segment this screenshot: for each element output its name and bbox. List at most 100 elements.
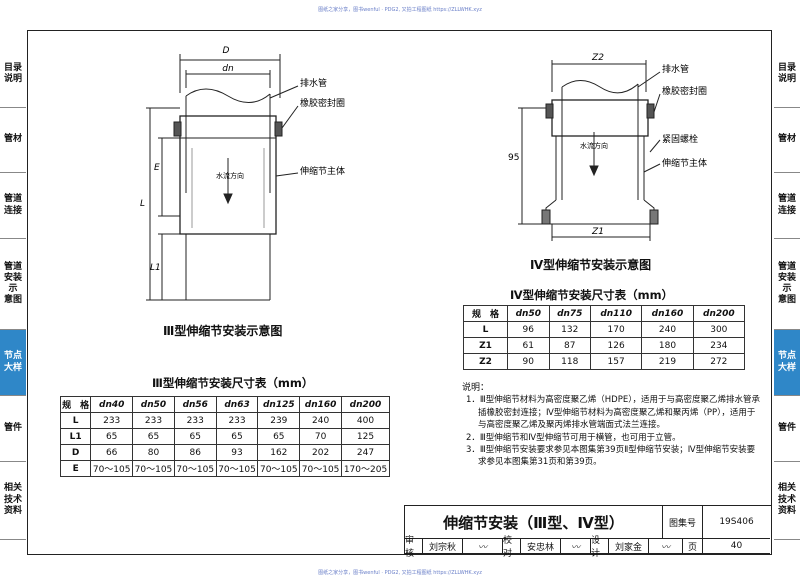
- check-label: 校对: [503, 536, 521, 559]
- left-nav: 目录说明 管材 管道连接 管道安装示意图 节点大样 管件 相关技术资料: [0, 42, 26, 541]
- callout-rubber-seal: 橡胶密封圈: [300, 97, 345, 109]
- reviewer-signature: 〰: [463, 539, 503, 554]
- table-header-cell: 规 格: [59, 396, 92, 413]
- table-cell: 170～205: [340, 460, 391, 477]
- table-cell: 65: [173, 428, 217, 445]
- label-L: L: [140, 199, 145, 209]
- table-cell: 233: [173, 412, 217, 429]
- table-header-cell: dn160: [299, 396, 342, 413]
- review-label: 审核: [405, 536, 423, 559]
- table-cell: 202: [299, 444, 342, 461]
- left-nav-item[interactable]: 管道连接: [0, 173, 26, 239]
- right-nav: 目录说明 管材 管道连接 管道安装示意图 节点大样 管件 相关技术资料: [774, 42, 800, 541]
- table-cell: 400: [340, 412, 391, 429]
- table-header-cell: dn75: [548, 305, 591, 322]
- callout-expansion-body: 伸缩节主体: [300, 165, 345, 177]
- table-cell: 96: [507, 321, 550, 338]
- flow-direction-text: 水流方向: [216, 171, 244, 180]
- table-cell: E: [59, 460, 92, 477]
- table-cell: 65: [90, 428, 134, 445]
- table-cell: 90: [507, 353, 550, 370]
- label-95: 95: [508, 153, 519, 163]
- table-cell: D: [59, 444, 92, 461]
- table-cell: 65: [257, 428, 301, 445]
- table-header-cell: dn63: [215, 396, 259, 413]
- table-header-cell: dn50: [507, 305, 550, 322]
- table-cell: 70～105: [257, 460, 301, 477]
- table-cell: Z2: [462, 353, 509, 370]
- table-cell: 272: [692, 353, 746, 370]
- callout-expansion-body: 伸缩节主体: [662, 157, 707, 169]
- table-header-cell: dn40: [90, 396, 134, 413]
- table-cell: 118: [548, 353, 591, 370]
- type4-caption: Ⅳ型伸缩节安装示意图: [530, 258, 652, 272]
- notes-title: 说明：: [462, 383, 490, 393]
- checker-signature: 〰: [561, 539, 591, 554]
- table-cell: 180: [641, 337, 694, 354]
- table-cell: 157: [589, 353, 643, 370]
- footer-watermark: 图纸之家分享，图书wenful · PDG2, 又拍工程图纸 https://Z…: [318, 570, 482, 576]
- table4-title: Ⅳ型伸缩节安装尺寸表（mm）: [510, 288, 674, 302]
- left-nav-item[interactable]: 节点大样: [0, 330, 26, 396]
- left-nav-item[interactable]: 管材: [0, 107, 26, 174]
- table-cell: 93: [215, 444, 259, 461]
- table-cell: 65: [132, 428, 175, 445]
- note-item: 2．Ⅲ型伸缩节和Ⅳ型伸缩节可用于横管，也可用于立管。: [466, 432, 681, 443]
- table-cell: 239: [257, 412, 301, 429]
- table3-title: Ⅲ型伸缩节安装尺寸表（mm）: [152, 376, 314, 390]
- left-nav-item[interactable]: 相关技术资料: [0, 461, 26, 541]
- right-nav-item[interactable]: 管道安装示意图: [774, 238, 800, 331]
- table-header-cell: dn200: [340, 396, 391, 413]
- label-Z1: Z1: [591, 227, 604, 237]
- callout-fastening-bolt: 紧固螺栓: [662, 133, 698, 145]
- table-cell: Z1: [462, 337, 509, 354]
- table-cell: L1: [59, 428, 92, 445]
- drawing-frame: [27, 30, 772, 555]
- right-nav-item[interactable]: 节点大样: [774, 330, 800, 396]
- title-block: 伸缩节安装（Ⅲ型、Ⅳ型） 图集号 19S406 审核 刘宗秋 〰 校对 安忠林 …: [404, 505, 772, 559]
- table-header-cell: 规 格: [462, 305, 509, 322]
- callout-drain-pipe: 排水管: [300, 77, 327, 89]
- type3-caption: Ⅲ型伸缩节安装示意图: [163, 324, 283, 338]
- table-cell: 170: [589, 321, 643, 338]
- left-nav-item[interactable]: 管道安装示意图: [0, 238, 26, 331]
- table-cell: 65: [215, 428, 259, 445]
- right-nav-item[interactable]: 管道连接: [774, 173, 800, 239]
- right-nav-item[interactable]: 管件: [774, 395, 800, 462]
- table-cell: 132: [548, 321, 591, 338]
- reviewer-name: 刘宗秋: [423, 539, 463, 554]
- right-nav-item[interactable]: 相关技术资料: [774, 461, 800, 541]
- page-number: 40: [703, 539, 770, 554]
- table-cell: 87: [548, 337, 591, 354]
- checker-name: 安忠林: [521, 539, 561, 554]
- table-cell: 219: [641, 353, 694, 370]
- type3-diagram: D dn E L L1 水流方向 排水管 橡胶密封圈 伸缩节主体: [140, 46, 345, 301]
- table-cell: 126: [589, 337, 643, 354]
- table-cell: 125: [340, 428, 391, 445]
- table-cell: 233: [132, 412, 175, 429]
- note-item: 3．Ⅲ型伸缩节安装要求参见本图集第39页Ⅱ型伸缩节安装；Ⅳ型伸缩节安装要求参见本…: [466, 445, 756, 468]
- label-E: E: [154, 163, 160, 173]
- flow-direction-text: 水流方向: [580, 141, 608, 150]
- drawing-title: 伸缩节安装（Ⅲ型、Ⅳ型）: [405, 506, 663, 539]
- designer-name: 刘家金: [609, 539, 649, 554]
- table-cell: 300: [692, 321, 746, 338]
- table-cell: 233: [90, 412, 134, 429]
- right-nav-item[interactable]: 管材: [774, 107, 800, 174]
- table-header-cell: dn50: [132, 396, 175, 413]
- table-cell: 70～105: [299, 460, 342, 477]
- left-nav-item[interactable]: 管件: [0, 395, 26, 462]
- table-header-cell: dn110: [589, 305, 643, 322]
- right-nav-item[interactable]: 目录说明: [774, 42, 800, 108]
- table-cell: 70～105: [215, 460, 259, 477]
- left-nav-item[interactable]: 目录说明: [0, 42, 26, 108]
